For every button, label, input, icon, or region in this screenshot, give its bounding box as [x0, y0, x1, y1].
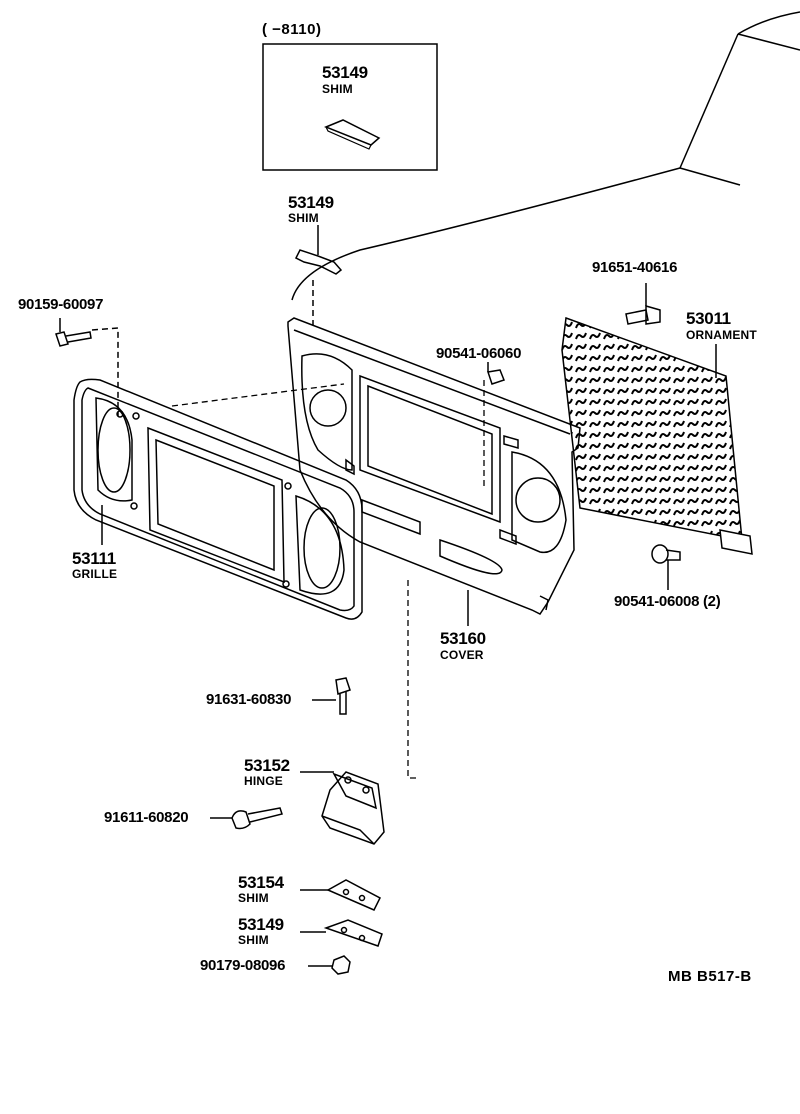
grille-part: [73, 378, 363, 620]
clip-bottom-number: 90541-06008 (2): [614, 593, 721, 610]
bolt-left-number: 90159-60097: [18, 296, 104, 313]
bolt-middle-part: [312, 677, 351, 715]
grille-name: GRILLE: [72, 567, 118, 581]
screw-top-number: 91651-40616: [592, 259, 678, 276]
ornament-number: 53011: [686, 309, 731, 328]
clip-center-number: 90541-06060: [436, 345, 522, 362]
hinge-number: 53152: [244, 756, 290, 775]
shim-top-name: SHIM: [288, 211, 319, 225]
hinge-name: HINGE: [244, 774, 284, 788]
inset-range-label: ( −8110): [262, 21, 322, 38]
cover-name: COVER: [440, 648, 484, 662]
shim-top-part: [294, 225, 343, 325]
shim-lower1-name: SHIM: [238, 891, 269, 905]
connection-dashes: [171, 380, 485, 779]
clip-center-part: [487, 362, 505, 385]
ornament-name: ORNAMENT: [686, 328, 757, 342]
shim-top-number: 53149: [288, 193, 334, 212]
shim-lower2-number: 53149: [238, 915, 284, 934]
diagram-reference-code: MB B517-B: [668, 968, 752, 985]
nut-bottom-number: 90179-08096: [200, 957, 286, 974]
clip-bottom-part: [651, 544, 681, 590]
grille-number: 53111: [72, 549, 116, 568]
shim-lower2-part: [300, 919, 383, 947]
vehicle-body-outline: [291, 11, 800, 301]
bolt-hinge-part: [210, 807, 283, 830]
nut-bottom-part: [308, 955, 351, 975]
shim-lower1-part: [300, 879, 381, 911]
ornament-part: [561, 316, 753, 555]
bolt-middle-number: 91631-60830: [206, 691, 292, 708]
shim-lower1-number: 53154: [238, 873, 284, 892]
inset-part-number: 53149: [322, 63, 368, 82]
cover-part: [287, 317, 581, 615]
screw-top-part: [625, 283, 661, 325]
shim-lower2-name: SHIM: [238, 933, 269, 947]
hinge-part: [300, 771, 385, 845]
inset-part-name: SHIM: [322, 82, 353, 96]
cover-number: 53160: [440, 629, 486, 648]
bolt-hinge-number: 91611-60820: [104, 809, 189, 826]
inset-box: [262, 43, 438, 171]
